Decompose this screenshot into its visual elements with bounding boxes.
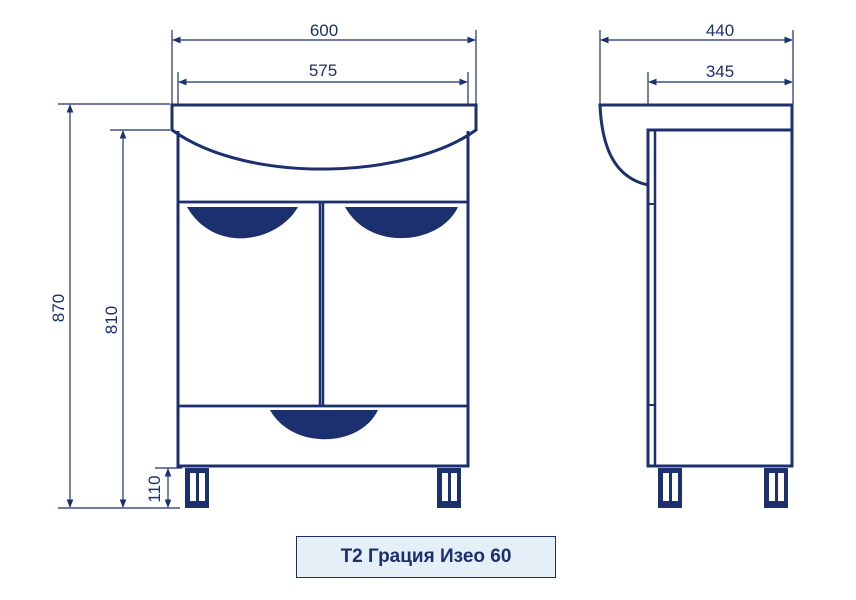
dim-575-label: 575 [309, 61, 337, 80]
front-leg-right [437, 468, 461, 508]
dim-110-label: 110 [145, 475, 164, 502]
model-caption: Т2 Грация Изео 60 [296, 536, 556, 578]
front-drawer [176, 404, 470, 468]
front-view [170, 103, 478, 508]
dim-810-label: 810 [102, 306, 121, 334]
dim-345-label: 345 [706, 62, 734, 81]
dim-600-label: 600 [310, 21, 338, 40]
side-leg-left [658, 468, 682, 508]
front-basin [170, 103, 478, 171]
side-dimensions: 440 345 [599, 21, 794, 104]
side-view [598, 103, 794, 508]
front-leg-left [185, 468, 209, 508]
dim-440-label: 440 [706, 21, 734, 40]
front-dimensions: 600 575 870 810 110 [49, 21, 477, 509]
side-cabinet-body [646, 128, 794, 468]
model-caption-text: Т2 Грация Изео 60 [340, 546, 512, 567]
side-leg-right [764, 468, 788, 508]
dim-870-label: 870 [49, 294, 68, 322]
side-basin [598, 103, 794, 187]
